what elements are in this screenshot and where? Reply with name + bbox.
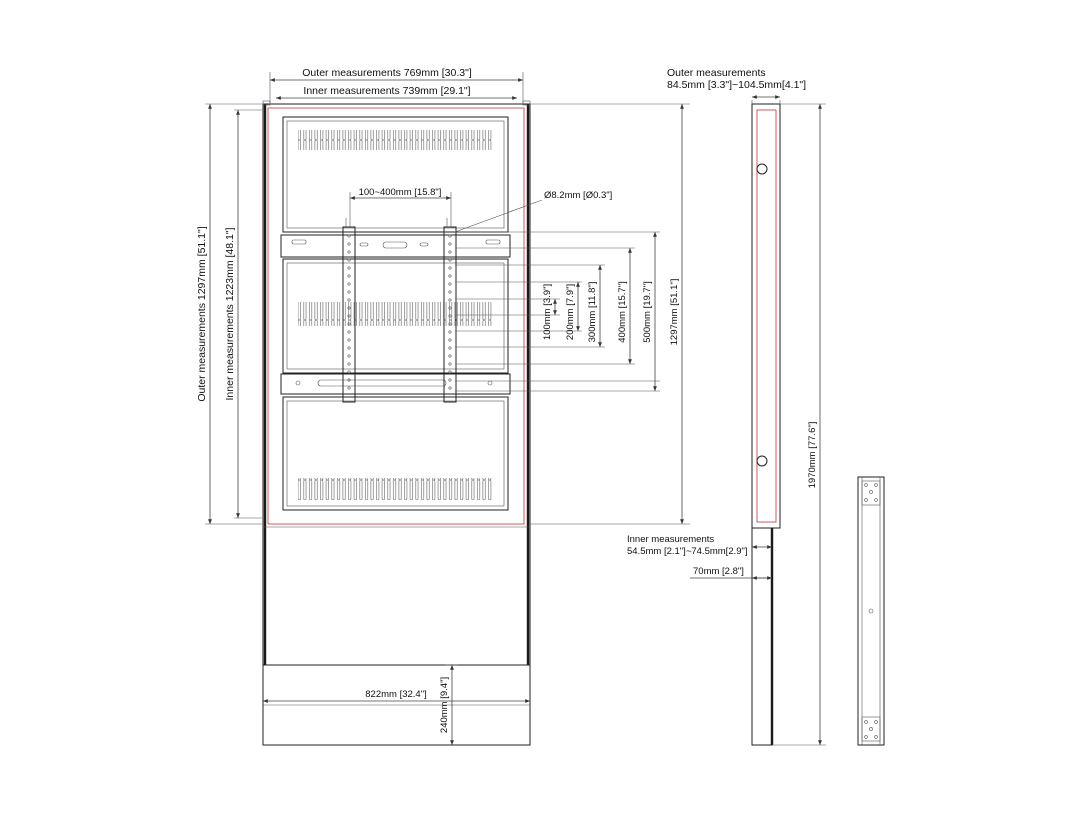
side-view: Outer measurements 84.5mm [3.3"]~104.5mm… <box>627 67 826 746</box>
front-view: Outer measurements 769mm [30.3"] Inner m… <box>196 67 690 746</box>
bracket-hole <box>347 250 351 254</box>
bracket-hole <box>448 242 452 246</box>
bracket-hole <box>448 306 452 310</box>
bracket-hole <box>448 258 452 262</box>
vesa-400-label: 400mm [15.7"] <box>617 281 628 342</box>
rail-slot <box>419 242 429 247</box>
bracket-hole <box>347 242 351 246</box>
base-width-label: 822mm [32.4"] <box>365 689 426 700</box>
bracket-hole <box>448 266 452 270</box>
bracket-hole <box>347 330 351 334</box>
post-center-hole <box>868 608 874 614</box>
bracket-hole <box>448 362 452 366</box>
middle-panel <box>282 258 509 374</box>
bracket-hole <box>347 346 351 350</box>
vesa-200-label: 200mm [7.9"] <box>565 284 576 340</box>
bracket-hole <box>347 290 351 294</box>
bracket-hole <box>347 386 351 390</box>
bracket-hole <box>448 282 452 286</box>
middle-panel-inner <box>286 262 505 370</box>
upper-panel <box>282 116 509 233</box>
bracket-hole <box>347 258 351 262</box>
frame-height-label: 1297mm [51.1"] <box>669 279 680 346</box>
upper-vent-slots <box>298 130 492 150</box>
bracket-hole <box>448 314 452 318</box>
bracket-hole <box>448 298 452 302</box>
rail-slot <box>485 239 501 245</box>
vesa-vertical-dims: 100mm [3.9"] 200mm [7.9"] 300mm [11.8"] … <box>455 231 660 392</box>
rail-slot <box>359 242 369 247</box>
bracket-hole <box>448 322 452 326</box>
bracket-hole <box>448 250 452 254</box>
mount-rail-bottom <box>280 373 511 395</box>
vesa-300-label: 300mm [11.8"] <box>587 282 598 343</box>
upper-panel-inner <box>286 120 505 229</box>
outer-width-label: Outer measurements 769mm [30.3"] <box>302 67 472 79</box>
lower-vent-slots <box>298 478 492 500</box>
bracket-hole <box>347 354 351 358</box>
side-post <box>751 527 773 746</box>
rail-hole <box>487 380 493 386</box>
bracket-hole <box>347 314 351 318</box>
hole-diameter-label: Ø8.2mm [Ø0.3"] <box>544 190 612 201</box>
side-outer-label: Outer measurements <box>667 67 766 79</box>
vesa-bracket-left <box>342 218 356 403</box>
middle-vent-slots <box>298 302 492 326</box>
bracket-hole <box>347 298 351 302</box>
inner-width-label: Inner measurements 739mm [29.1"] <box>303 85 470 97</box>
bracket-hole <box>448 370 452 374</box>
bracket-hole <box>448 290 452 294</box>
side-inner-depth: 54.5mm [2.1"]~74.5mm[2.9"] <box>627 546 748 557</box>
post-detail-view <box>857 476 885 746</box>
post-depth-label: 70mm [2.8"] <box>693 566 744 577</box>
vesa-bracket-right <box>443 218 457 403</box>
bracket-hole <box>347 370 351 374</box>
rail-slot <box>317 379 447 387</box>
side-inner-label: Inner measurements <box>627 534 714 545</box>
vesa-100-label: 100mm [3.9"] <box>542 284 553 340</box>
bracket-hole <box>448 330 452 334</box>
base-height-label: 240mm [9.4"] <box>439 677 450 733</box>
rail-hole <box>295 380 301 386</box>
inner-height-label: Inner measurements 1223mm [48.1"] <box>224 227 236 400</box>
bracket-hole <box>347 362 351 366</box>
bracket-hole <box>347 322 351 326</box>
vesa-width-label: 100~400mm [15.8"] <box>359 187 442 198</box>
vesa-500-label: 500mm [19.7"] <box>642 281 653 342</box>
bracket-hole <box>347 266 351 270</box>
bracket-hole <box>448 378 452 382</box>
outer-height-label: Outer measurements 1297mm [51.1"] <box>196 226 208 401</box>
post-profile <box>857 476 885 746</box>
bracket-hole <box>448 234 452 238</box>
hole-leader <box>454 199 543 233</box>
side-outer-depth: 84.5mm [3.3"]~104.5mm[4.1"] <box>667 79 806 91</box>
lower-panel-inner <box>286 400 505 507</box>
rail-slot <box>291 239 307 245</box>
side-inner-frame <box>756 109 777 523</box>
bracket-hole <box>448 386 452 390</box>
bracket-hole <box>347 282 351 286</box>
total-height-label: 1970mm [77.6"] <box>807 422 818 489</box>
rail-slot <box>382 241 408 249</box>
bracket-hole <box>347 338 351 342</box>
side-bolt <box>756 455 768 467</box>
lower-panel <box>282 396 509 511</box>
bracket-hole <box>448 338 452 342</box>
post-bottom-plate <box>861 716 881 742</box>
post-top-plate <box>861 480 881 506</box>
side-bolt <box>756 163 768 175</box>
bracket-hole <box>347 234 351 238</box>
bracket-hole <box>347 274 351 278</box>
bracket-hole <box>347 306 351 310</box>
bracket-hole <box>448 354 452 358</box>
mount-rail-top <box>280 234 511 258</box>
inner-frame <box>267 107 525 525</box>
bracket-hole <box>347 378 351 382</box>
bracket-hole <box>448 274 452 278</box>
bracket-hole <box>448 346 452 350</box>
